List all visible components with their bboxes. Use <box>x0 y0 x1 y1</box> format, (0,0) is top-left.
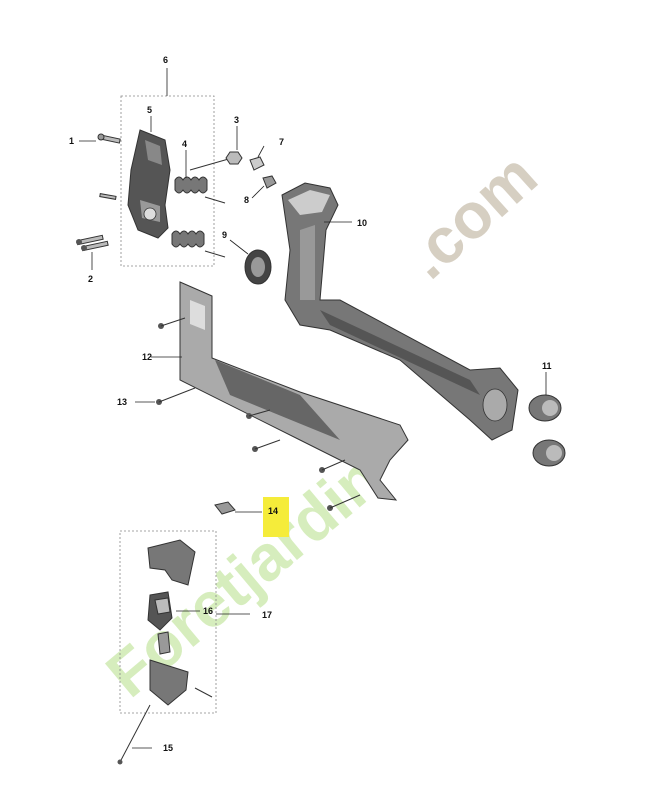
group-box-6 <box>120 95 215 267</box>
label-7: 7 <box>279 137 284 147</box>
label-15: 15 <box>163 743 173 753</box>
label-14: 14 <box>268 506 278 516</box>
part-1-screw <box>97 133 121 144</box>
leader-8 <box>251 185 265 199</box>
label-3: 3 <box>234 115 239 125</box>
label-11: 11 <box>542 361 552 371</box>
part-12-cover <box>179 281 409 501</box>
part-4-springs <box>171 157 233 258</box>
label-10: 10 <box>357 218 367 228</box>
part-8-nut <box>262 175 277 189</box>
label-16: 16 <box>203 606 213 616</box>
part-15-pin <box>117 704 151 765</box>
part-11-caps <box>528 394 566 467</box>
label-9: 9 <box>222 230 227 240</box>
highlight-14 <box>263 497 289 537</box>
part-16-spring <box>154 597 171 615</box>
watermark-domain: .com <box>391 139 550 292</box>
label-17: 17 <box>262 610 272 620</box>
part-7-insert <box>249 156 265 171</box>
part-14-block <box>214 501 236 515</box>
part-13-screw <box>156 387 196 405</box>
part-3-nut <box>225 151 243 165</box>
label-1: 1 <box>69 136 74 146</box>
part-17-trigger-assembly <box>147 539 213 706</box>
label-5: 5 <box>147 105 152 115</box>
label-6: 6 <box>163 55 168 65</box>
part-9-ring <box>244 249 272 285</box>
label-2: 2 <box>88 274 93 284</box>
part-10-handle <box>281 182 519 441</box>
leader-7 <box>257 145 265 158</box>
label-4: 4 <box>182 139 187 149</box>
label-8: 8 <box>244 195 249 205</box>
label-12: 12 <box>142 352 152 362</box>
leader-9 <box>229 239 249 255</box>
label-13: 13 <box>117 397 127 407</box>
group-box-17 <box>119 530 217 714</box>
watermark-name: Foretjardin <box>93 441 395 711</box>
part-2-screws <box>76 193 117 252</box>
cover-screws <box>158 317 361 511</box>
part-5-bracket <box>127 129 171 239</box>
